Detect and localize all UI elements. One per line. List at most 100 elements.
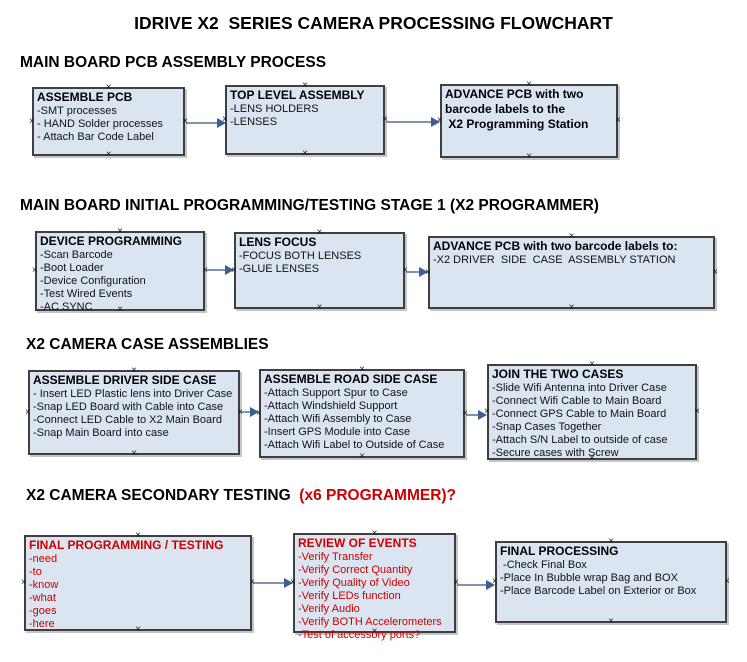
anchor-x-icon: ×: [222, 114, 228, 125]
box-item: -Attach S/N Label to outside of case: [492, 434, 668, 446]
box-item: -need: [29, 553, 58, 565]
box-title: REVIEW OF EVENTS: [298, 536, 417, 550]
connector-line: [386, 121, 434, 123]
anchor-x-icon: ×: [492, 576, 498, 587]
flow-connector: [186, 118, 226, 128]
box-title: ADVANCE PCB with two barcode labels to t…: [445, 87, 589, 131]
anchor-x-icon: ×: [694, 406, 700, 417]
section-header-text: MAIN BOARD PCB ASSEMBLY PROCESS: [20, 54, 327, 71]
box-item: -Test of accessory ports?: [298, 629, 421, 641]
anchor-x-icon: ×: [484, 406, 490, 417]
box-title: ASSEMBLE DRIVER SIDE CASE: [33, 373, 217, 387]
anchor-x-icon: ×: [608, 536, 614, 547]
anchor-x-icon: ×: [462, 407, 468, 419]
box-item: -Insert GPS Module into Case: [264, 426, 411, 438]
box-item: -SMT processes: [37, 105, 117, 117]
connector-line: [253, 582, 287, 584]
anchor-x-icon: ×: [589, 453, 595, 464]
anchor-x-icon: ×: [382, 114, 388, 125]
section-header-secondary-testing: X2 CAMERA SECONDARY TESTING (x6 PROGRAMM…: [26, 487, 456, 505]
anchor-x-icon: ×: [135, 530, 141, 541]
flow-box-assemble-pcb: ASSEMBLE PCB -SMT processes - HAND Solde…: [29, 83, 188, 160]
flow-connector: [253, 578, 293, 588]
flow-box-advance-pcb-programming-station: ADVANCE PCB with two barcode labels to t…: [437, 80, 621, 162]
box-item: -LENSES: [230, 116, 278, 128]
box-item: -Connect GPS Cable to Main Board: [492, 408, 667, 420]
chart-title: IDRIVE X2 SERIES CAMERA PROCESSING FLOWC…: [134, 13, 613, 33]
section-header-case-assemblies: X2 CAMERA CASE ASSEMBLIES: [26, 336, 269, 354]
connector-line: [466, 414, 481, 416]
flow-box-final-programming-testing: FINAL PROGRAMMING / TESTING -need -to -k…: [21, 531, 255, 635]
box-item: -Attach Wifi Assembly to Case: [264, 413, 412, 425]
flow-connector: [466, 410, 487, 420]
anchor-x-icon: ×: [21, 577, 27, 588]
anchor-x-icon: ×: [359, 364, 365, 375]
box-title: FINAL PROGRAMMING / TESTING: [29, 538, 224, 552]
section-header-red-text: (x6 PROGRAMMER)?: [290, 487, 457, 504]
anchor-x-icon: ×: [135, 624, 141, 635]
box-item: -Connect Wifi Cable to Main Board: [492, 395, 662, 407]
anchor-x-icon: ×: [589, 359, 595, 370]
anchor-x-icon: ×: [724, 576, 730, 587]
box-item: -Verify Audio: [298, 603, 360, 615]
flow-connector: [241, 407, 259, 417]
flow-box-assemble-driver-side-case: ASSEMBLE DRIVER SIDE CASE - Insert LED P…: [25, 366, 243, 459]
arrow-right-icon: [431, 117, 440, 127]
box-item: -what: [29, 592, 56, 604]
section-header-text: X2 CAMERA CASE ASSEMBLIES: [26, 336, 269, 353]
anchor-x-icon: ×: [231, 264, 237, 276]
anchor-x-icon: ×: [568, 302, 575, 313]
anchor-x-icon: ×: [302, 80, 308, 91]
anchor-x-icon: ×: [371, 528, 378, 539]
box-item: -Device Configuration: [40, 275, 146, 287]
box-item: -Place In Bubble wrap Bag and BOX: [500, 572, 678, 584]
box-item: -Snap LED Board with Cable into Case: [33, 401, 224, 413]
box-title: DEVICE PROGRAMMING: [40, 234, 183, 248]
box-item: -X2 DRIVER SIDE CASE ASSEMBLY STATION: [433, 254, 676, 266]
flow-box-lens-focus: LENS FOCUS -FOCUS BOTH LENSES -GLUE LENS…: [231, 228, 408, 313]
box-item: -Slide Wifi Antenna into Driver Case: [492, 382, 667, 394]
connector-line: [206, 269, 228, 271]
box-item: -GLUE LENSES: [239, 263, 320, 275]
section-header-initial-programming: MAIN BOARD INITIAL PROGRAMMING/TESTING S…: [20, 197, 599, 215]
box-item: -Verify Transfer: [298, 551, 373, 563]
connector-line: [186, 122, 220, 124]
anchor-x-icon: ×: [131, 365, 137, 376]
anchor-x-icon: ×: [615, 115, 621, 126]
flow-box-join-the-two-cases: JOIN THE TWO CASES -Slide Wifi Antenna i…: [484, 360, 700, 464]
section-header-text: X2 CAMERA SECONDARY TESTING: [26, 487, 291, 504]
anchor-x-icon: ×: [371, 626, 378, 637]
box-item: -Scan Barcode: [40, 249, 113, 261]
anchor-x-icon: ×: [32, 265, 38, 276]
box-item: -FOCUS BOTH LENSES: [239, 250, 362, 262]
anchor-x-icon: ×: [526, 79, 532, 90]
anchor-x-icon: ×: [237, 406, 243, 418]
box-item: -here: [29, 618, 55, 630]
box-item: -Snap Cases Together: [492, 421, 602, 433]
arrow-right-icon: [284, 578, 293, 588]
box-item: -Attach Wifi Label to Outside of Case: [264, 439, 445, 451]
section-header-text: MAIN BOARD INITIAL PROGRAMMING/TESTING S…: [20, 197, 599, 214]
connector-line: [457, 584, 489, 586]
box-item: -goes: [29, 605, 57, 617]
flow-connector: [386, 117, 440, 127]
flow-box-review-of-events: REVIEW OF EVENTS -Verify Transfer -Verif…: [290, 529, 459, 642]
box-item: -Attach Windshield Support: [264, 400, 398, 412]
box-title: JOIN THE TWO CASES: [492, 367, 624, 381]
arrow-right-icon: [419, 267, 428, 277]
anchor-x-icon: ×: [526, 151, 532, 162]
box-item: -Snap Main Board into case: [33, 427, 169, 439]
box-item: -Check Final Box: [500, 559, 587, 571]
anchor-x-icon: ×: [25, 406, 31, 418]
arrow-right-icon: [225, 265, 234, 275]
arrow-right-icon: [250, 407, 259, 417]
arrow-right-icon: [217, 118, 226, 128]
box-item: -AC SYNC: [40, 301, 93, 313]
anchor-x-icon: ×: [290, 577, 296, 588]
flow-box-final-processing: FINAL PROCESSING -Check Final Box -Place…: [492, 537, 730, 627]
box-item: -Secure cases with Screw: [492, 447, 619, 459]
flow-connector: [206, 265, 234, 275]
box-item: -Place Barcode Label on Exterior or Box: [500, 585, 697, 597]
box-title: ADVANCE PCB with two barcode labels to:: [433, 239, 678, 253]
